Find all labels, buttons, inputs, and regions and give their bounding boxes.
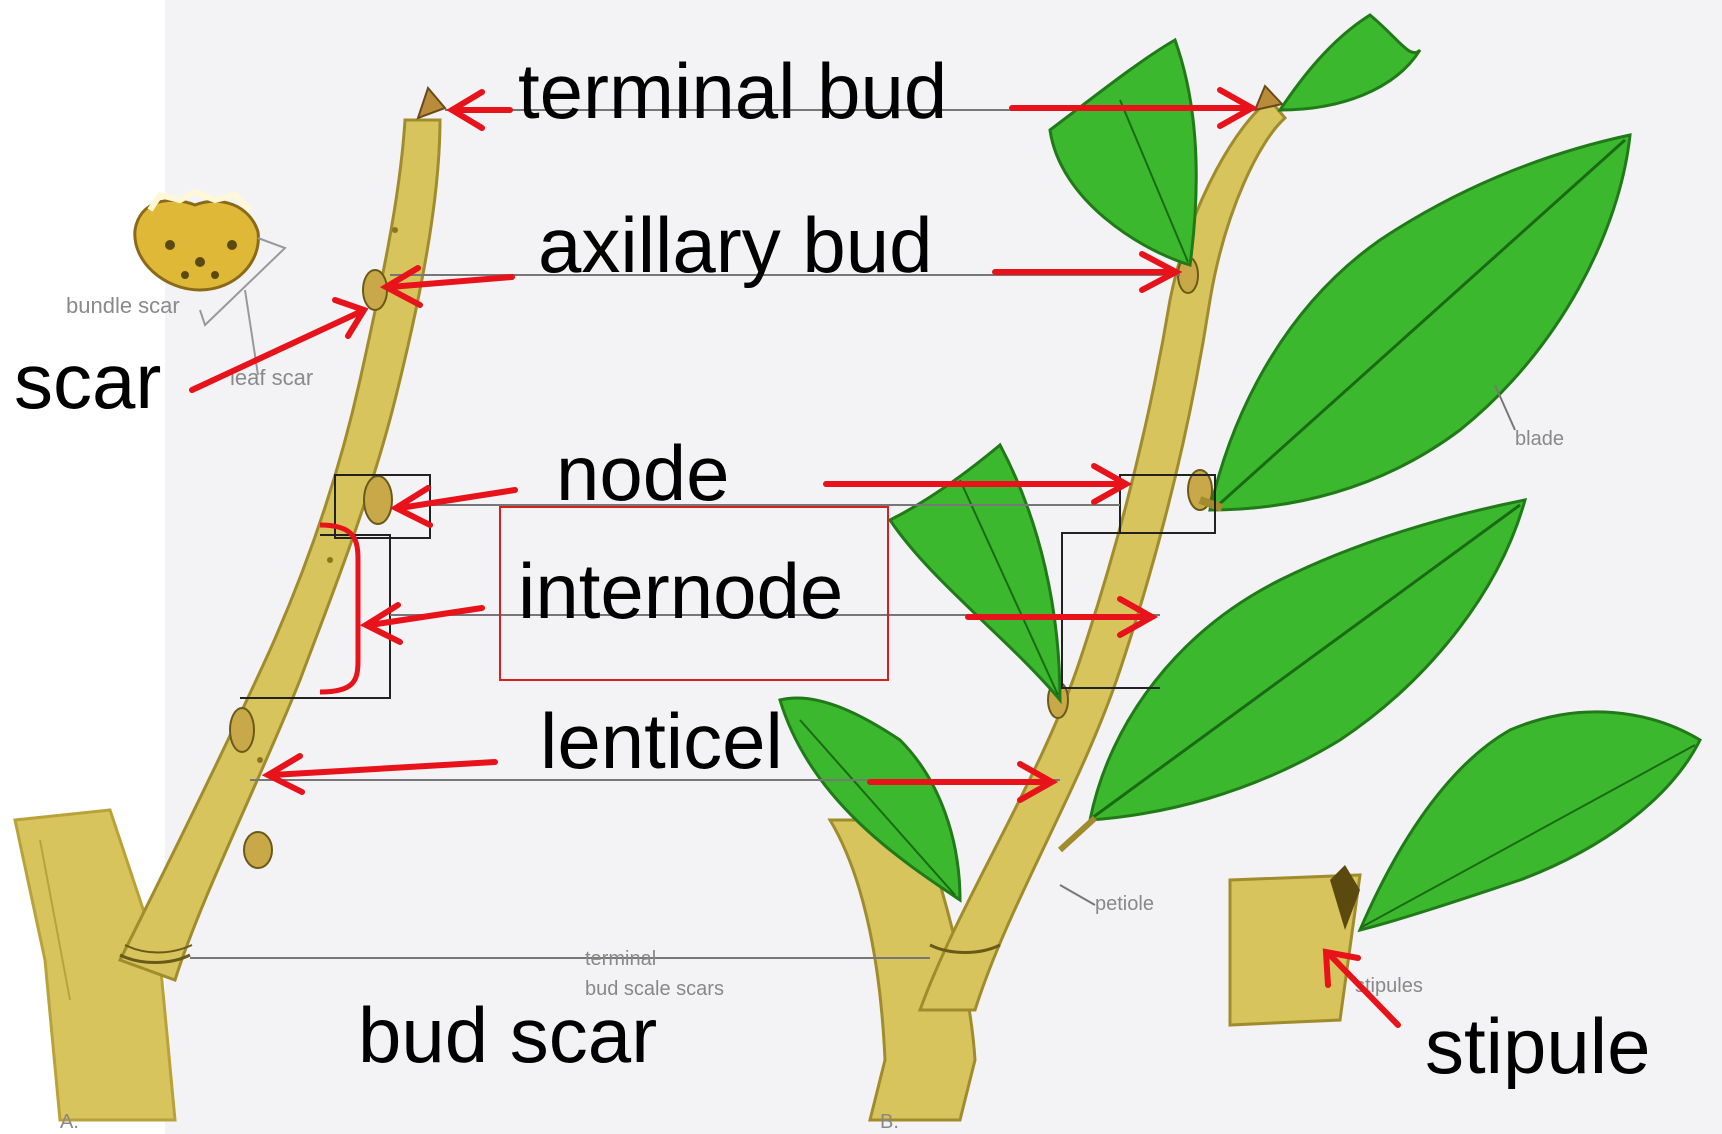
petiole-label: petiole — [1095, 893, 1154, 915]
node-bud-a — [364, 476, 392, 524]
label-node: node — [556, 429, 730, 517]
label-bud-scar: bud scar — [358, 991, 657, 1079]
label-scar: scar — [14, 337, 161, 425]
stipule-inset — [1230, 865, 1360, 1025]
panel-b-label: B. — [880, 1111, 899, 1133]
axillary-bud-a — [363, 270, 387, 310]
label-axillary-bud: axillary bud — [538, 201, 933, 289]
terminal-bud-scale-scars-label-1: terminal — [585, 948, 656, 970]
bundle-scar-label-1: bundle scar — [66, 293, 180, 318]
label-terminal-bud: terminal bud — [518, 47, 947, 135]
label-lenticel: lenticel — [540, 697, 783, 785]
panel-a-label: A. — [60, 1111, 79, 1133]
label-stipule: stipule — [1425, 1002, 1650, 1090]
blade-label: blade — [1515, 428, 1564, 450]
label-internode: internode — [518, 547, 843, 635]
